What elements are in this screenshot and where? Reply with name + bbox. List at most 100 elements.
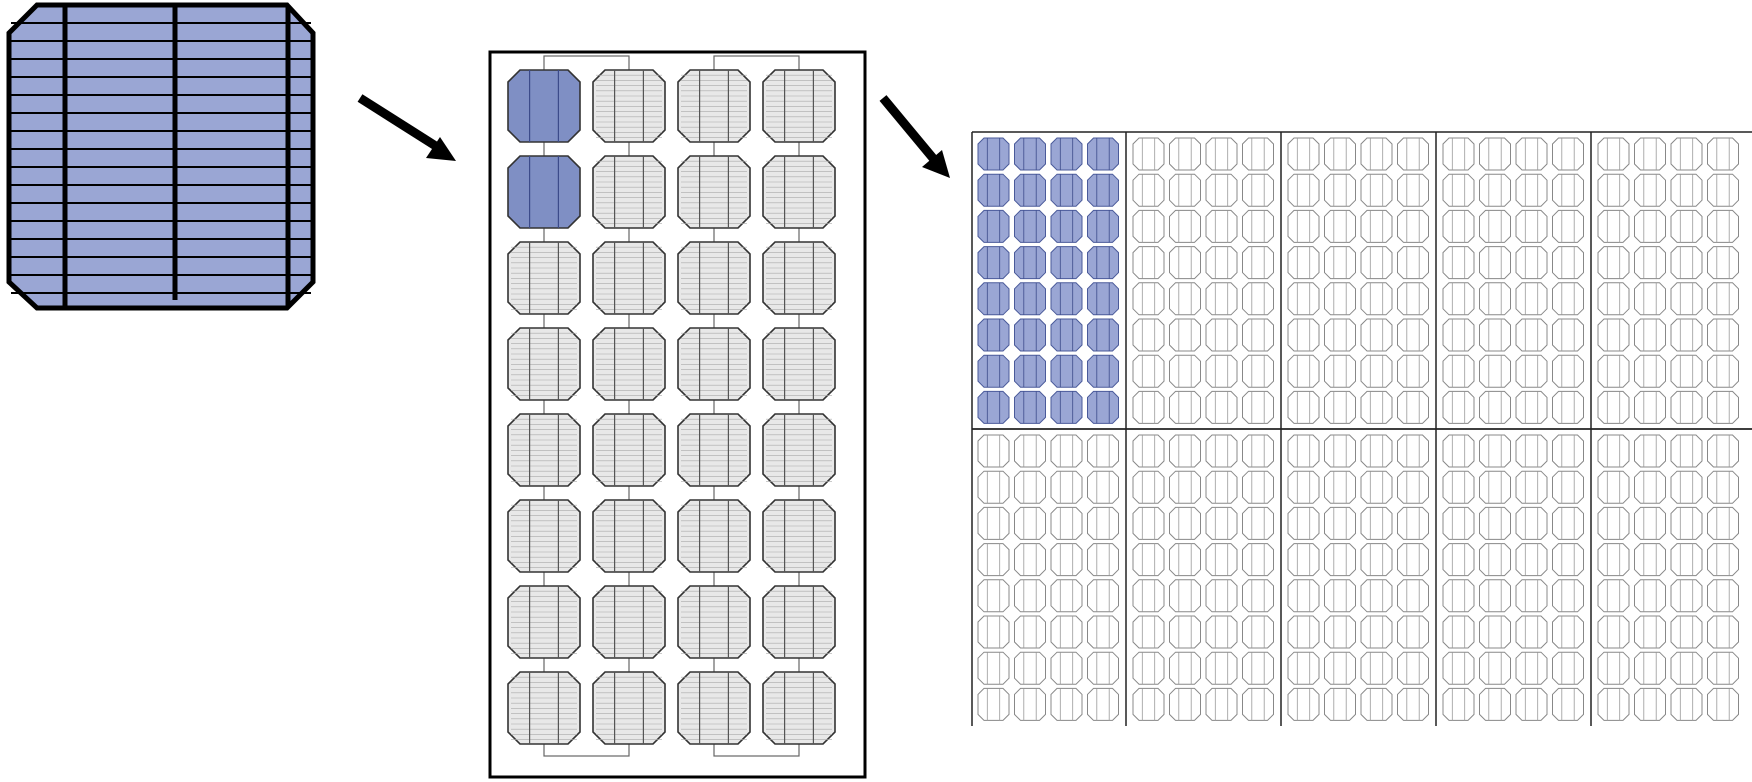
array-cell-body xyxy=(1708,138,1739,170)
array-cell-body xyxy=(1325,435,1356,467)
module-cell-body xyxy=(763,328,835,400)
array-cell xyxy=(1635,319,1666,351)
array-cell xyxy=(1288,616,1319,648)
array-cell-body xyxy=(1480,544,1511,576)
array-cell xyxy=(1288,283,1319,315)
array-cell-body xyxy=(1170,616,1201,648)
array-cell-body xyxy=(1708,435,1739,467)
array-cell-body xyxy=(1015,616,1046,648)
array-cell-body xyxy=(1553,544,1584,576)
array-cell xyxy=(1288,688,1319,720)
array-cell-body xyxy=(1671,616,1702,648)
array-cell xyxy=(1708,247,1739,279)
array-cell-body xyxy=(1635,210,1666,242)
array-cell-body xyxy=(1243,688,1274,720)
module-cell xyxy=(593,672,665,744)
array-cell-body xyxy=(1133,319,1164,351)
array-cell xyxy=(1051,652,1082,684)
array-cell-body xyxy=(1361,355,1392,387)
array-cell xyxy=(1051,174,1082,206)
array-cell-body xyxy=(1088,544,1119,576)
module-cell xyxy=(678,500,750,572)
array-cell-body xyxy=(1088,174,1119,206)
array-cell xyxy=(1708,283,1739,315)
module-cell-body xyxy=(763,586,835,658)
array-cell xyxy=(1516,283,1547,315)
array-cell-body xyxy=(1443,688,1474,720)
array-cell xyxy=(978,210,1009,242)
array-cell xyxy=(1243,471,1274,503)
module-cell xyxy=(678,156,750,228)
array-cell-body xyxy=(1671,544,1702,576)
array-cell xyxy=(1398,435,1429,467)
module-cell-body xyxy=(593,156,665,228)
array-cell-body xyxy=(1516,138,1547,170)
array-cell-body xyxy=(1671,688,1702,720)
arrow-module-to-array xyxy=(883,98,950,178)
array-cell xyxy=(1088,283,1119,315)
array-cell-body xyxy=(1288,355,1319,387)
array-cell-body xyxy=(1325,580,1356,612)
array-cell-body xyxy=(1480,247,1511,279)
array-cell-body xyxy=(1170,174,1201,206)
array-cell-body xyxy=(1133,471,1164,503)
array-cell xyxy=(1398,471,1429,503)
array-cell xyxy=(1671,247,1702,279)
array-cell xyxy=(1598,319,1629,351)
array-cell-body xyxy=(1598,138,1629,170)
array-cell xyxy=(1671,616,1702,648)
array-cell xyxy=(1288,580,1319,612)
array-cell-body xyxy=(1598,471,1629,503)
array-cell xyxy=(1206,544,1237,576)
array-cell xyxy=(1480,507,1511,539)
array-cell-body xyxy=(1671,507,1702,539)
module-cell xyxy=(678,586,750,658)
array-cell-body xyxy=(1480,580,1511,612)
array-cell-body xyxy=(1361,652,1392,684)
module-cell xyxy=(593,242,665,314)
array-cell-body xyxy=(1516,174,1547,206)
array-cell-body xyxy=(1243,544,1274,576)
array-cell xyxy=(1015,652,1046,684)
array-cell xyxy=(1051,616,1082,648)
array-cell xyxy=(1361,174,1392,206)
array-cell xyxy=(1671,391,1702,423)
array-cell xyxy=(1288,471,1319,503)
array-cell-body xyxy=(1051,616,1082,648)
array-cell-body xyxy=(1015,507,1046,539)
array-cell-body xyxy=(1051,247,1082,279)
array-cell-body xyxy=(1361,210,1392,242)
array-cell-body xyxy=(978,319,1009,351)
array-cell xyxy=(1361,616,1392,648)
array-cell-body xyxy=(1133,616,1164,648)
array-cell xyxy=(1553,355,1584,387)
array-cell-body xyxy=(1133,652,1164,684)
array-cell-body xyxy=(1361,319,1392,351)
array-cell xyxy=(1516,616,1547,648)
array-cell xyxy=(1361,210,1392,242)
array-cell-body xyxy=(1133,247,1164,279)
array-cell-body xyxy=(1398,471,1429,503)
array-cell xyxy=(1088,580,1119,612)
array-cell xyxy=(1398,174,1429,206)
array-cell xyxy=(1398,247,1429,279)
array-cell xyxy=(1243,210,1274,242)
array-cell-body xyxy=(1325,688,1356,720)
array-cell-body xyxy=(1516,580,1547,612)
array-cell-body xyxy=(1088,283,1119,315)
array-cell-body xyxy=(1398,391,1429,423)
array-cell-body xyxy=(1553,471,1584,503)
array-cell xyxy=(1088,544,1119,576)
array-cell-body xyxy=(1443,544,1474,576)
array-cell-body xyxy=(1398,544,1429,576)
array-cell-body xyxy=(1708,355,1739,387)
array-cell-body xyxy=(1398,507,1429,539)
array-cell-body xyxy=(1708,688,1739,720)
array-cell xyxy=(1288,355,1319,387)
module-cell xyxy=(508,414,580,486)
solar-cell xyxy=(9,5,313,308)
array-cell xyxy=(1598,616,1629,648)
array-cell xyxy=(1480,247,1511,279)
array-cell-body xyxy=(1015,471,1046,503)
array-cell-body xyxy=(1635,247,1666,279)
